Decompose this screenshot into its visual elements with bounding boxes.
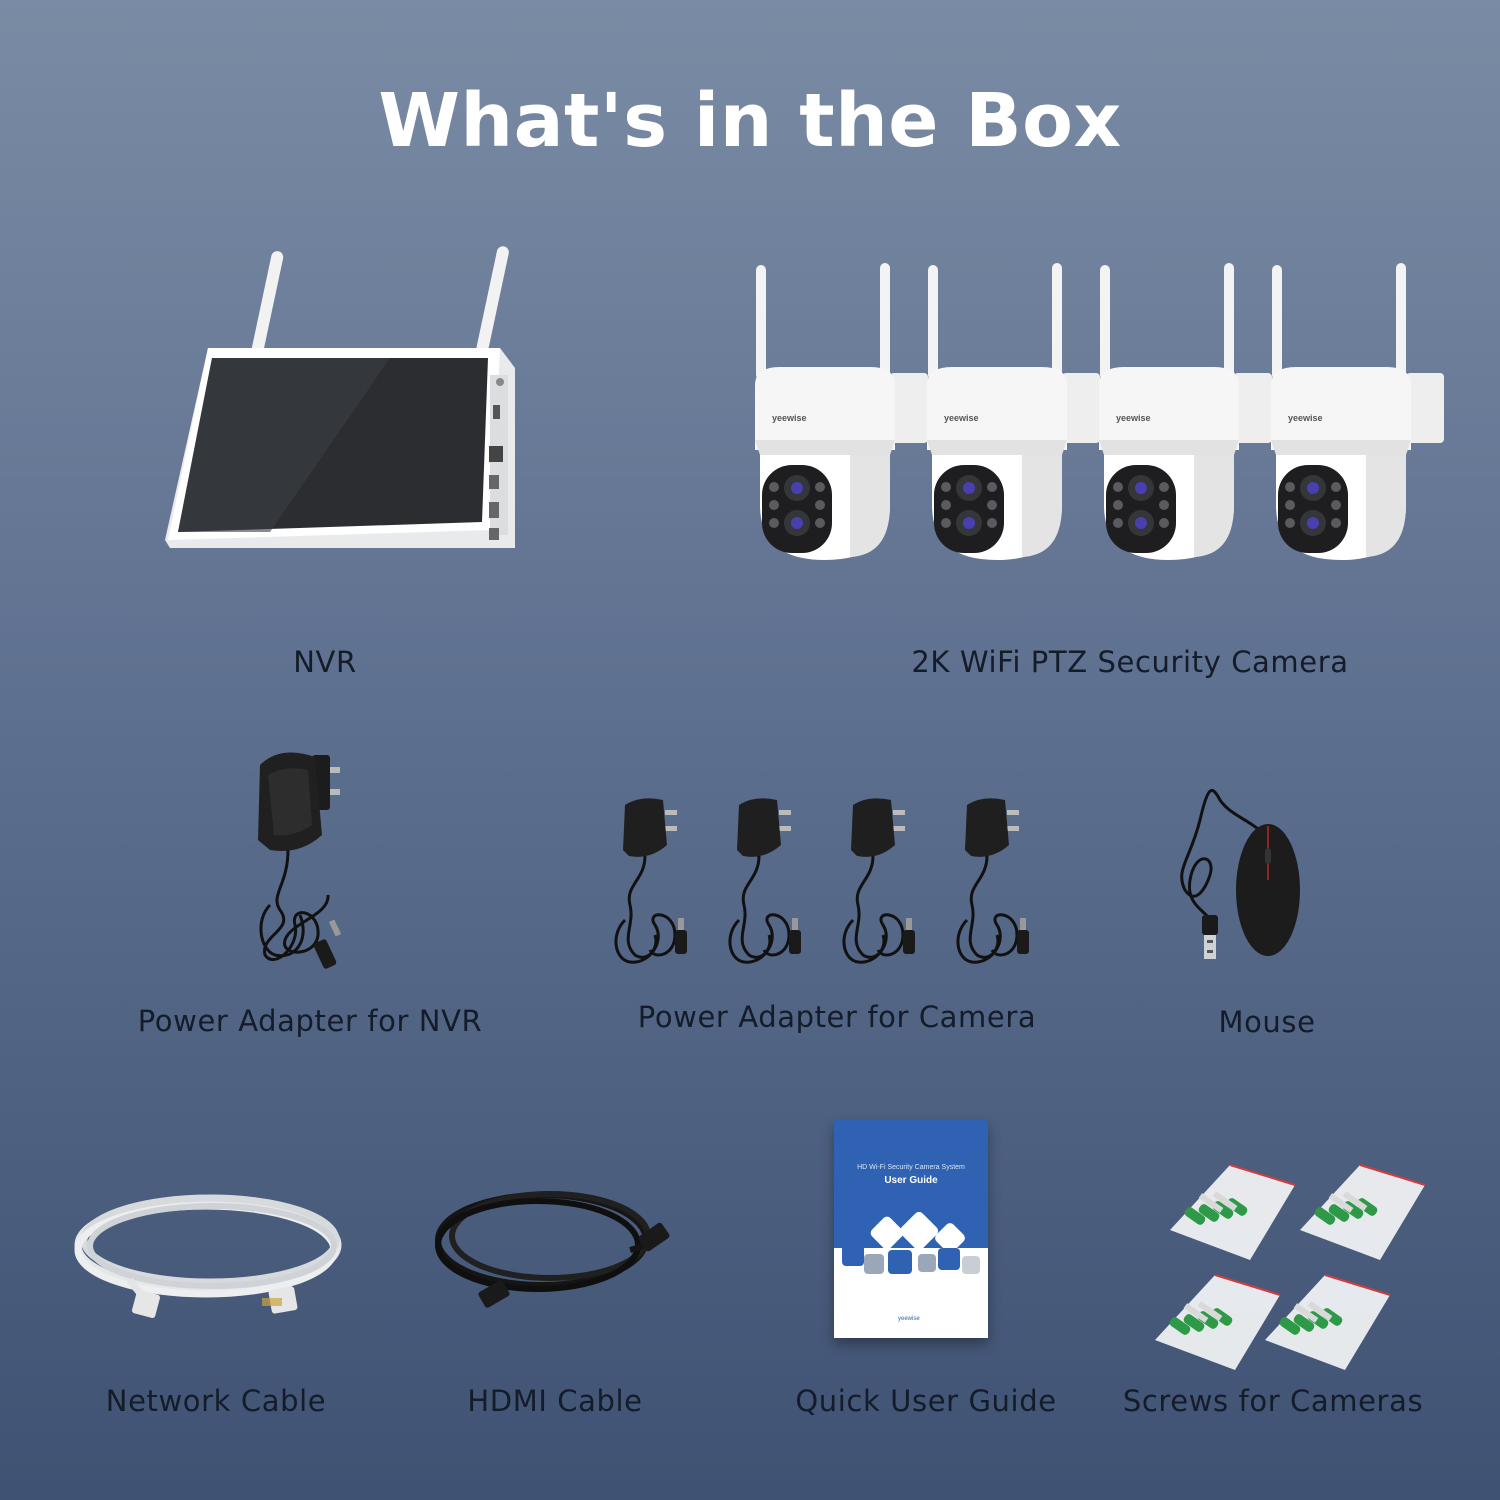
nvr-adapter-label: Power Adapter for NVR [137, 1004, 483, 1038]
user-guide-booklet: HD Wi-Fi Security Camera System User Gui… [834, 1120, 988, 1338]
camera-adapters-image [614, 798, 1029, 964]
hdmi-cable-image [435, 1191, 670, 1308]
camera-brand-logo: yeewise [1288, 413, 1323, 423]
guide-heading: User Guide [884, 1175, 938, 1186]
camera-power-adapter [956, 798, 1029, 964]
mouse-label: Mouse [1218, 1005, 1316, 1039]
ptz-camera: yeewise [1099, 263, 1272, 560]
cameras-image: yeewise yeewise yeewise yeewise [755, 263, 1444, 560]
user-guide-label: Quick User Guide [795, 1384, 1057, 1418]
screw-bag [1155, 1274, 1281, 1370]
screw-bag [1300, 1164, 1426, 1260]
page-title: What's in the Box [378, 78, 1122, 164]
screw-bag [1170, 1164, 1296, 1260]
camera-adapter-label: Power Adapter for Camera [637, 1000, 1037, 1034]
camera-brand-logo: yeewise [944, 413, 979, 423]
nvr-image [165, 246, 515, 548]
network-cable-image [74, 1194, 342, 1319]
ptz-camera: yeewise [927, 263, 1100, 560]
hdmi-cable-label: HDMI Cable [467, 1384, 643, 1418]
guide-brand: yeewise [898, 1316, 920, 1322]
nvr-adapter-image [258, 752, 342, 969]
camera-power-adapter [842, 798, 915, 964]
network-cable-label: Network Cable [105, 1384, 327, 1418]
screws-label: Screws for Cameras [1122, 1384, 1424, 1418]
camera-power-adapter [728, 798, 801, 964]
guide-subtitle: HD Wi-Fi Security Camera System [857, 1164, 965, 1171]
camera-brand-logo: yeewise [772, 413, 807, 423]
guide-pattern [842, 1211, 980, 1274]
ptz-camera: yeewise [755, 263, 928, 560]
mouse-image [1180, 789, 1300, 959]
camera-brand-logo: yeewise [1116, 413, 1151, 423]
screw-bag [1265, 1274, 1391, 1370]
nvr-label: NVR [293, 645, 357, 679]
camera-label: 2K WiFi PTZ Security Camera [911, 645, 1349, 679]
camera-power-adapter [614, 798, 687, 964]
ptz-camera: yeewise [1271, 263, 1444, 560]
screws-image [1155, 1164, 1426, 1370]
